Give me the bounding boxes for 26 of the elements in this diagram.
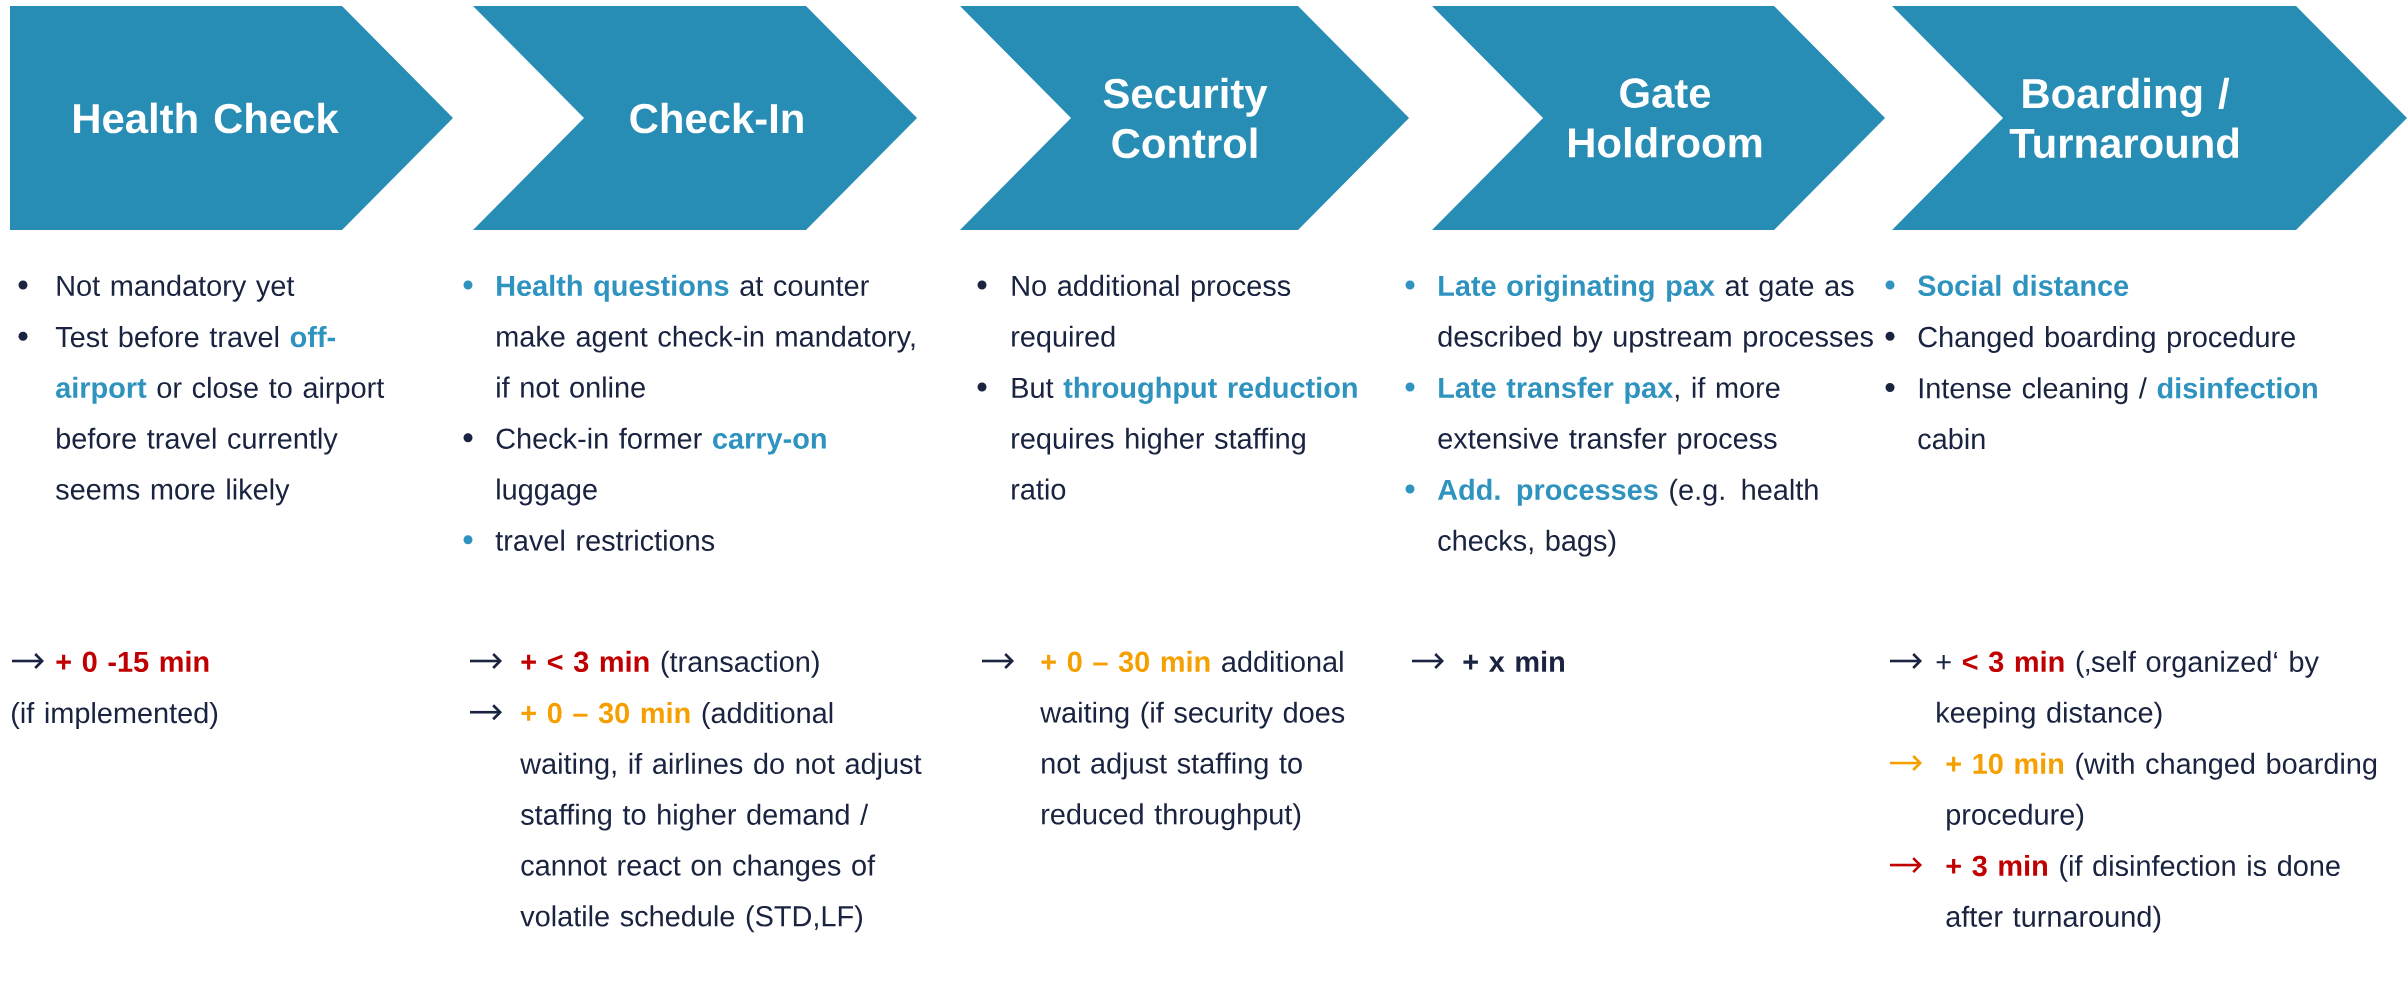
bullet-item: Health questions at counter make agent check-in mandatory, if not online — [463, 274, 915, 398]
note-text: (if implemented) — [12, 702, 218, 729]
arrow-item: + 0 – 30 min additional waiting (if security does not adjust staffing to reduced throughput) — [982, 650, 1345, 831]
bullet-item: No additional process required — [977, 274, 1291, 353]
process-step-band: Boarding / Turnaround — [1892, 6, 2407, 230]
bullet-item: Add. processes (e.g. health checks, bags) — [1405, 478, 1818, 557]
process-step-band: Security Control — [960, 6, 1409, 230]
arrow-item: + < 3 min (‚self organized‘ by keeping distance) — [1890, 650, 2319, 729]
bullet-item: travel restrictions — [463, 529, 715, 551]
arrow-item: + 0 -15 min — [12, 650, 209, 673]
bullet-item: Not mandatory yet — [18, 274, 295, 302]
arrow-item: + x min — [1412, 650, 1564, 672]
bullet-item: Social distance — [1885, 274, 2129, 297]
process-step-band: Gate Holdroom — [1432, 6, 1886, 230]
bullet-item: Changed boarding procedure — [1885, 326, 2295, 353]
arrow-item: + 10 min (with changed boarding procedure) — [1890, 752, 2377, 831]
arrow-item: + 3 min (if disinfection is done after turnaround) — [1890, 854, 2340, 933]
bullet-item: Late transfer pax, if more extensive transfer process — [1405, 376, 1780, 455]
process-step-band: Check-In — [473, 6, 917, 230]
bullet-item: Late originating pax at gate as described by upstream processes — [1405, 274, 1873, 353]
arrow-item: + 0 – 30 min (additional waiting, if airlines do not adjust staffing to higher demand / cannot react on changes of volatile schedule (STD,LF) — [470, 702, 922, 933]
bullet-item: But throughput reduction requires higher staffing ratio — [977, 376, 1357, 500]
bullet-item: Test before travel off- airport or close to airport before travel currently seems more likely — [18, 326, 385, 506]
bullet-item: Intense cleaning / disinfection cabin — [1885, 377, 2317, 450]
arrow-item: + < 3 min (transaction) — [470, 650, 819, 678]
process-step-band: Health Check — [10, 6, 453, 230]
